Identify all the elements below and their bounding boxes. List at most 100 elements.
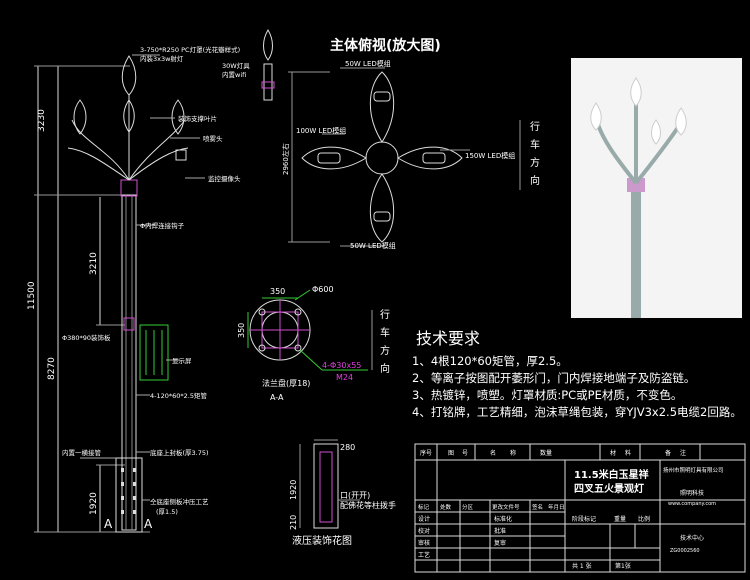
dim-2960: 2960左右	[281, 143, 290, 175]
section-mark-left: A	[104, 517, 113, 531]
revision-labels: 标记 处数 分区 更改文件号 签名 年月日	[418, 503, 565, 511]
dim-1920: 1920	[89, 492, 99, 515]
label-plate: Φ380*90装饰板	[62, 333, 111, 342]
lamp-left	[73, 99, 87, 135]
svg-text:料: 料	[625, 449, 631, 457]
flange-dim-diameter: Φ600	[312, 285, 334, 294]
dim-3210: 3210	[89, 252, 99, 275]
flange-section: A-A	[270, 393, 284, 402]
svg-text:比例: 比例	[638, 515, 650, 523]
label-top-module: 50W LED模组	[345, 59, 391, 68]
pole-joint	[120, 179, 138, 197]
petal-left	[301, 146, 367, 170]
svg-text:名: 名	[490, 449, 496, 457]
branch-right	[128, 119, 186, 181]
lamp-photo-illustration	[571, 58, 742, 318]
label-tube: 4-120*60*2.5矩管	[150, 391, 207, 400]
requirement-item: 1、4根120*60矩管，厚2.5。	[412, 354, 568, 368]
company-url: www.company.com	[668, 501, 716, 507]
svg-text:工艺: 工艺	[418, 551, 430, 559]
svg-text:阶段标记: 阶段标记	[572, 515, 596, 523]
flange-bolt-size: M24	[336, 373, 353, 382]
svg-text:行: 行	[530, 120, 540, 133]
svg-text:年月日: 年月日	[548, 503, 565, 511]
label-small-lamp: 30W灯具	[222, 61, 250, 70]
svg-text:校对: 校对	[418, 527, 430, 535]
svg-text:行: 行	[380, 308, 390, 321]
svg-text:标记: 标记	[418, 503, 430, 511]
svg-text:批准: 批准	[494, 527, 506, 535]
lamp-right	[171, 99, 185, 135]
approval-labels: 设计 校对 审核 工艺 标准化 批准 复审	[418, 515, 512, 559]
base-detail-drawing	[299, 439, 360, 529]
product-name: 11.5米白玉星祥	[574, 468, 649, 481]
requirement-item: 3、热镀锌，喷塑。灯罩材质:PC或PE材质，不变色。	[412, 388, 683, 402]
svg-text:注: 注	[680, 449, 686, 457]
product-name-2: 四叉五火景观灯	[574, 482, 644, 495]
label-screen: 显示屏	[172, 357, 192, 365]
svg-text:向: 向	[530, 174, 540, 187]
label-base-side2: (厚1.5)	[156, 508, 178, 516]
svg-text:方: 方	[530, 156, 540, 169]
label-small-lamp2: 内置wifi	[222, 70, 246, 79]
svg-text:共 1 张: 共 1 张	[572, 562, 592, 570]
flange-dim-height: 350	[237, 323, 246, 338]
section-mark-right: A	[144, 517, 153, 531]
top-view-drawing	[288, 67, 521, 247]
label-base-side: 仝底座侧板冲压工艺	[150, 497, 209, 506]
dim-11500: 11500	[27, 281, 37, 310]
top-view-title: 主体俯视(放大图)	[330, 37, 441, 54]
dim-3230: 3230	[37, 109, 47, 132]
branch-left	[71, 119, 130, 181]
flange-bolts: 4-Φ30x55	[322, 361, 361, 370]
label-left-module: 100W LED模组	[296, 126, 346, 135]
svg-text:第1张: 第1张	[615, 562, 631, 570]
dim-8270: 8270	[47, 357, 57, 380]
requirement-item: 4、打铭牌，工艺精细，泡沫草绳包装，穿YJV3x2.5电缆2回路。	[412, 405, 742, 419]
direction-label-flange: 行 车 方 向	[380, 308, 390, 375]
svg-text:签名: 签名	[532, 503, 543, 511]
stage-cells: 阶段标记 重量 比例 共 1 张 第1张	[572, 515, 650, 570]
svg-text:处数: 处数	[440, 503, 452, 511]
label-right-module: 150W LED模组	[465, 151, 515, 160]
decor-plate	[123, 317, 135, 331]
branch-right-outer	[128, 147, 189, 181]
elevation-drawing	[34, 29, 275, 533]
petal-top	[369, 71, 395, 143]
title-block-headers: 序号 图 号 名 称 数量 材 料 备 注	[420, 449, 686, 457]
svg-text:车: 车	[530, 138, 540, 151]
direction-label-top: 行 车 方 向	[530, 120, 540, 187]
technical-requirements: 技术要求 1、4根120*60矩管，厚2.5。 2、等离子按图配开萎形门，门内焊…	[412, 325, 747, 421]
svg-text:号: 号	[462, 450, 468, 457]
label-camera: 监控摄像头	[208, 174, 241, 183]
flange-drawing	[247, 289, 373, 371]
svg-text:重量: 重量	[614, 515, 626, 523]
company-name: 扬州市照明灯具有限公司	[663, 466, 724, 474]
lamp-top	[121, 55, 137, 96]
svg-text:序号: 序号	[420, 449, 432, 457]
small-lamp	[263, 29, 273, 61]
branch-left-outer	[67, 147, 130, 181]
camera-head	[175, 149, 187, 161]
base-dim-a: 1920	[289, 480, 298, 500]
svg-text:材: 材	[610, 449, 616, 457]
svg-text:称: 称	[510, 449, 516, 457]
title-block	[414, 443, 746, 573]
svg-text:向: 向	[380, 362, 390, 375]
svg-text:图: 图	[448, 450, 454, 457]
flange-name: 法兰盘(厚18)	[262, 378, 310, 388]
svg-text:复审: 复审	[494, 539, 506, 547]
svg-text:标准化: 标准化	[494, 515, 512, 523]
pole-base	[115, 457, 143, 533]
company-line-3: ZG0002560	[670, 548, 700, 554]
petal-bottom	[369, 173, 395, 243]
label-spray: 喷雾头	[203, 134, 223, 143]
svg-text:更改文件号: 更改文件号	[492, 503, 520, 511]
display-screen	[139, 324, 169, 381]
base-dim-b: 210	[289, 515, 298, 530]
label-support: 装饰支撑叶片	[178, 114, 217, 123]
svg-text:数量: 数量	[540, 449, 552, 457]
base-caption: 液压装饰花图	[292, 534, 352, 547]
company-line-1: 照明科技	[680, 489, 704, 497]
pole-shaft	[121, 194, 137, 531]
